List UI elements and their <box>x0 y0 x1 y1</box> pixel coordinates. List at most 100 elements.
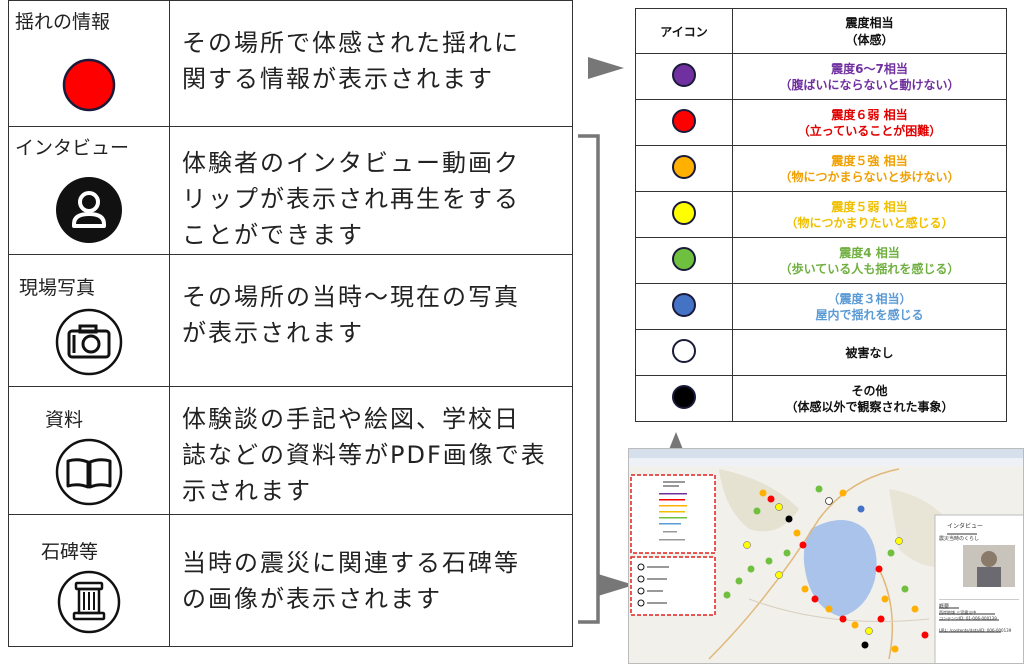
table-row: 現場写真 その場所の当時〜現在の写真 が表示されます <box>8 254 573 387</box>
intensity-dot-icon <box>672 246 696 271</box>
description-line: 体験者のインタビュー動画ク <box>182 149 520 177</box>
table-row: インタビュー 体験者のインタビュー動画ク リップが表示され再生をする ことができ… <box>8 126 573 255</box>
map-caption-label: 概要 <box>939 604 950 610</box>
legend-text-line: 屋内で揺れを感じる <box>815 307 924 322</box>
book-icon <box>55 438 123 506</box>
category-cell: 資料 <box>8 386 170 515</box>
legend-icon-cell <box>635 53 733 100</box>
table-row: 石碑等 当時の震災に関連する石碑等 の画像が表示されます <box>8 514 573 647</box>
description-line: が表示されます <box>182 319 364 347</box>
map-caption-line: URL: /contents/data/ID: 006-000139 <box>939 628 1012 633</box>
description-line: その場所の当時〜現在の写真 <box>182 283 520 311</box>
description-line: 誌などの資料等がPDF画像で表 <box>182 441 547 469</box>
legend-row: 被害なし <box>635 329 1007 376</box>
legend-row: 震度4 相当（歩いている人も揺れを感じる） <box>635 237 1007 284</box>
legend-text-cell: 震度4 相当（歩いている人も揺れを感じる） <box>732 237 1007 284</box>
legend-text-line: 震度５弱 相当 <box>831 199 908 214</box>
intensity-dot-icon <box>672 200 696 225</box>
category-cell: 揺れの情報 <box>8 0 170 127</box>
legend-text-cell: 震度6～7相当（腹ばいにならないと動けない） <box>732 53 1007 100</box>
legend-text-line: 被害なし <box>845 345 894 360</box>
description-line: 関する情報が表示されます <box>182 65 494 93</box>
legend-text-cell: その他（体感以外で観察された事象） <box>732 375 1007 422</box>
legend-row: （震度３相当）屋内で揺れを感じる <box>635 283 1007 330</box>
legend-text-line: 震度６弱 相当 <box>831 107 908 122</box>
legend-row: 震度５強 相当（物につかまらないと歩けない） <box>635 145 1007 192</box>
legend-icon-cell <box>635 283 733 330</box>
description-line: その場所で体感された揺れに <box>182 29 520 57</box>
intensity-dot-icon <box>672 292 696 317</box>
red-circle-icon <box>62 58 116 112</box>
legend-text-cell: 被害なし <box>732 329 1007 376</box>
info-types-table: 揺れの情報 その場所で体感された揺れに 関する情報が表示されます インタビュー <box>8 0 573 647</box>
description-line: の画像が表示されます <box>182 585 442 613</box>
intensity-dot-icon <box>672 154 696 179</box>
legend-text-line: （立っていることが困難） <box>797 123 942 138</box>
legend-icon-cell <box>635 375 733 422</box>
legend-text-line: 震度4 相当 <box>839 245 900 260</box>
category-cell: インタビュー <box>8 126 170 255</box>
map-screenshot: インタビュー 震災当時のくらし 概要 西岸地域 三宮震災中 コンテンツID: 0… <box>628 448 1024 664</box>
category-label: インタビュー <box>15 137 130 159</box>
camera-icon <box>55 308 123 376</box>
legend-row: 震度５弱 相当（物につかまりたいと感じる） <box>635 191 1007 238</box>
description-cell: その場所で体感された揺れに 関する情報が表示されます <box>169 0 573 127</box>
category-label: 石碑等 <box>41 541 99 563</box>
intensity-dot-icon <box>672 338 696 363</box>
map-caption-line: 西岸地域 三宮震災中 <box>939 610 977 615</box>
description-cell: 当時の震災に関連する石碑等 の画像が表示されます <box>169 514 573 647</box>
description-line: リップが表示され再生をする <box>182 185 520 213</box>
category-label: 現場写真 <box>19 277 96 299</box>
description-line: ことができます <box>182 221 364 249</box>
legend-text-line: （歩いている人も揺れを感じる） <box>779 261 960 276</box>
intensity-dot-icon <box>672 108 696 133</box>
description-line: 示されます <box>182 477 312 505</box>
legend-header-line: （体感） <box>845 33 894 47</box>
legend-row: 震度６弱 相当（立っていることが困難） <box>635 99 1007 146</box>
description-cell: 体験談の手記や絵図、学校日 誌などの資料等がPDF画像で表 示されます <box>169 386 573 515</box>
intensity-dot-icon <box>672 62 696 87</box>
legend-text-line: （物につかまらないと歩けない） <box>779 169 960 184</box>
category-cell: 現場写真 <box>8 254 170 387</box>
monument-icon <box>57 570 121 634</box>
legend-icon-cell <box>635 99 733 146</box>
legend-icon-cell <box>635 329 733 376</box>
legend-header-icon: アイコン <box>635 8 733 54</box>
legend-icon-cell <box>635 191 733 238</box>
arrow-right-icon <box>588 57 624 79</box>
category-label: 資料 <box>45 409 84 431</box>
legend-text-line: （腹ばいにならないと動けない） <box>779 77 960 92</box>
description-cell: その場所の当時〜現在の写真 が表示されます <box>169 254 573 387</box>
legend-text-line: 震度6～7相当 <box>831 61 908 76</box>
legend-header-row: アイコン 震度相当 （体感） <box>635 8 1007 54</box>
intensity-legend-table: アイコン 震度相当 （体感） 震度6～7相当（腹ばいにならないと動けない）震度６… <box>635 8 1007 422</box>
bracket-icon <box>578 134 600 624</box>
map-panel-title: インタビュー <box>947 523 984 530</box>
person-icon <box>56 177 122 243</box>
legend-text-cell: （震度３相当）屋内で揺れを感じる <box>732 283 1007 330</box>
legend-text-cell: 震度５強 相当（物につかまらないと歩けない） <box>732 145 1007 192</box>
legend-header-line: 震度相当 <box>845 16 894 30</box>
legend-text-line: （物につかまりたいと感じる） <box>785 215 954 230</box>
map-markers <box>723 485 929 653</box>
category-cell: 石碑等 <box>8 514 170 647</box>
table-row: 資料 体験談の手記や絵図、学校日 誌などの資料等がPDF画像で表 示されます <box>8 386 573 515</box>
legend-text-line: 震度５強 相当 <box>831 153 908 168</box>
description-line: 当時の震災に関連する石碑等 <box>182 549 520 577</box>
map-caption-line: コンテンツID: 01-006-000139 <box>939 616 997 621</box>
map-panel-subtitle: 震災当時のくらし <box>939 536 980 542</box>
legend-icon-cell <box>635 237 733 284</box>
map-canvas <box>629 449 1023 663</box>
description-cell: 体験者のインタビュー動画ク リップが表示され再生をする ことができます <box>169 126 573 255</box>
intensity-dot-icon <box>672 384 696 409</box>
arrow-right-icon <box>598 574 634 596</box>
legend-row: 震度6～7相当（腹ばいにならないと動けない） <box>635 53 1007 100</box>
table-row: 揺れの情報 その場所で体感された揺れに 関する情報が表示されます <box>8 0 573 127</box>
legend-text-line: その他 <box>851 383 888 398</box>
legend-text-cell: 震度５弱 相当（物につかまりたいと感じる） <box>732 191 1007 238</box>
category-label: 揺れの情報 <box>15 11 111 33</box>
description-line: 体験談の手記や絵図、学校日 <box>182 405 520 433</box>
legend-row: その他（体感以外で観察された事象） <box>635 375 1007 422</box>
legend-text-line: （体感以外で観察された事象） <box>785 399 954 414</box>
legend-header-intensity: 震度相当 （体感） <box>732 8 1007 54</box>
